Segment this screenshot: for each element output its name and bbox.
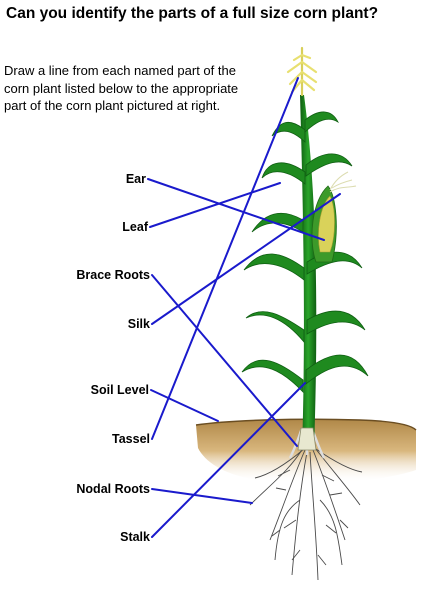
label-stalk: Stalk	[120, 530, 150, 544]
line-soil-level	[150, 389, 219, 422]
line-tassel	[151, 77, 299, 440]
ear-illustration	[311, 171, 357, 263]
leaves-illustration	[241, 111, 369, 393]
instructions-text: Draw a line from each named part of the …	[4, 63, 239, 113]
label-ear: Ear	[125, 172, 146, 186]
label-silk: Silk	[127, 317, 150, 331]
page-title: Can you identify the parts of a full siz…	[6, 5, 379, 22]
tassel-illustration	[286, 46, 318, 97]
line-nodal-roots	[151, 488, 253, 504]
line-silk	[151, 193, 341, 325]
label-leaf: Leaf	[122, 220, 148, 234]
label-nodal-roots: Nodal Roots	[76, 482, 150, 496]
line-brace-roots	[151, 274, 298, 447]
line-stalk	[151, 382, 306, 538]
connector-lines	[147, 77, 341, 538]
label-brace-roots: Brace Roots	[76, 268, 150, 282]
line-ear	[147, 178, 325, 241]
nodal-roots-illustration	[249, 447, 363, 581]
line-leaf	[149, 182, 281, 228]
label-tassel: Tassel	[112, 432, 150, 446]
label-soil-level: Soil Level	[90, 383, 149, 397]
